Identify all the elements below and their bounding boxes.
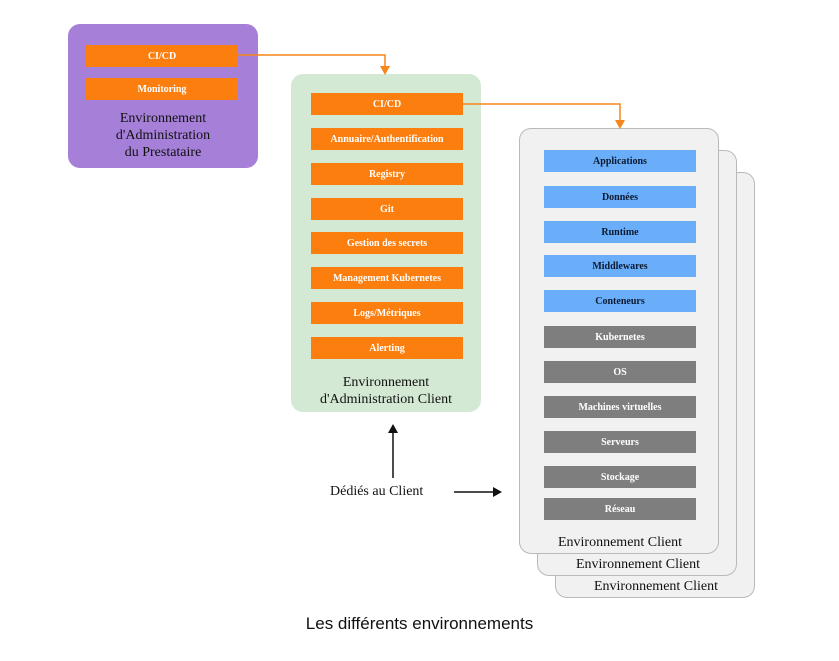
admin-item-logs: Logs/Métriques xyxy=(311,302,463,324)
admin-client-environment: CI/CD Annuaire/Authentification Registry… xyxy=(291,74,481,412)
arrow-head-dedies-right xyxy=(493,487,502,497)
figure-caption: Les différents environnements xyxy=(305,614,534,633)
layer-reseau: Réseau xyxy=(544,498,696,520)
client-environment-card-1: Applications Données Runtime Middlewares… xyxy=(519,128,719,554)
layer-stockage: Stockage xyxy=(544,466,696,488)
layer-conteneurs: Conteneurs xyxy=(544,290,696,312)
arrow-head-dedies-up xyxy=(388,424,398,433)
arrow-admin-client-to-client-env xyxy=(463,103,621,126)
admin-item-secrets: Gestion des secrets xyxy=(311,232,463,254)
layer-machines-virtuelles: Machines virtuelles xyxy=(544,396,696,418)
layer-middlewares: Middlewares xyxy=(544,255,696,277)
admin-item-annuaire: Annuaire/Authentification xyxy=(311,128,463,150)
layer-kubernetes: Kubernetes xyxy=(544,326,696,348)
prestataire-item-cicd: CI/CD xyxy=(86,45,238,67)
arrow-head-client-env xyxy=(615,120,625,129)
layer-applications: Applications xyxy=(544,150,696,172)
client-environment-label-2: Environnement Client xyxy=(575,557,701,572)
layer-donnees: Données xyxy=(544,186,696,208)
layer-serveurs: Serveurs xyxy=(544,431,696,453)
admin-client-label-line-2: d'Administration Client xyxy=(319,392,452,407)
client-environment-label-1: Environnement Client xyxy=(557,535,683,550)
prestataire-item-monitoring: Monitoring xyxy=(86,78,238,100)
layer-os: OS xyxy=(544,361,696,383)
admin-item-alerting: Alerting xyxy=(311,337,463,359)
arrow-prestataire-to-admin-client xyxy=(238,54,386,72)
admin-item-registry: Registry xyxy=(311,163,463,185)
prestataire-admin-environment: CI/CD Monitoring Environnement d'Adminis… xyxy=(68,24,258,168)
admin-item-cicd: CI/CD xyxy=(311,93,463,115)
client-environment-label-3: Environnement Client xyxy=(593,579,719,594)
prestataire-label: Environnement d'Administration du Presta… xyxy=(68,110,258,161)
prestataire-label-line-2: d'Administration xyxy=(115,128,211,143)
prestataire-label-line-3: du Prestataire xyxy=(124,145,202,160)
arrow-head-admin-client xyxy=(380,66,390,75)
layer-runtime: Runtime xyxy=(544,221,696,243)
prestataire-label-line-1: Environnement xyxy=(119,111,207,126)
admin-client-label: Environnement d'Administration Client xyxy=(291,374,481,408)
admin-item-kubernetes-management: Management Kubernetes xyxy=(311,267,463,289)
dedies-au-client-annotation: Dédiés au Client xyxy=(330,484,424,499)
admin-client-label-line-1: Environnement xyxy=(342,375,430,390)
admin-item-git: Git xyxy=(311,198,463,220)
